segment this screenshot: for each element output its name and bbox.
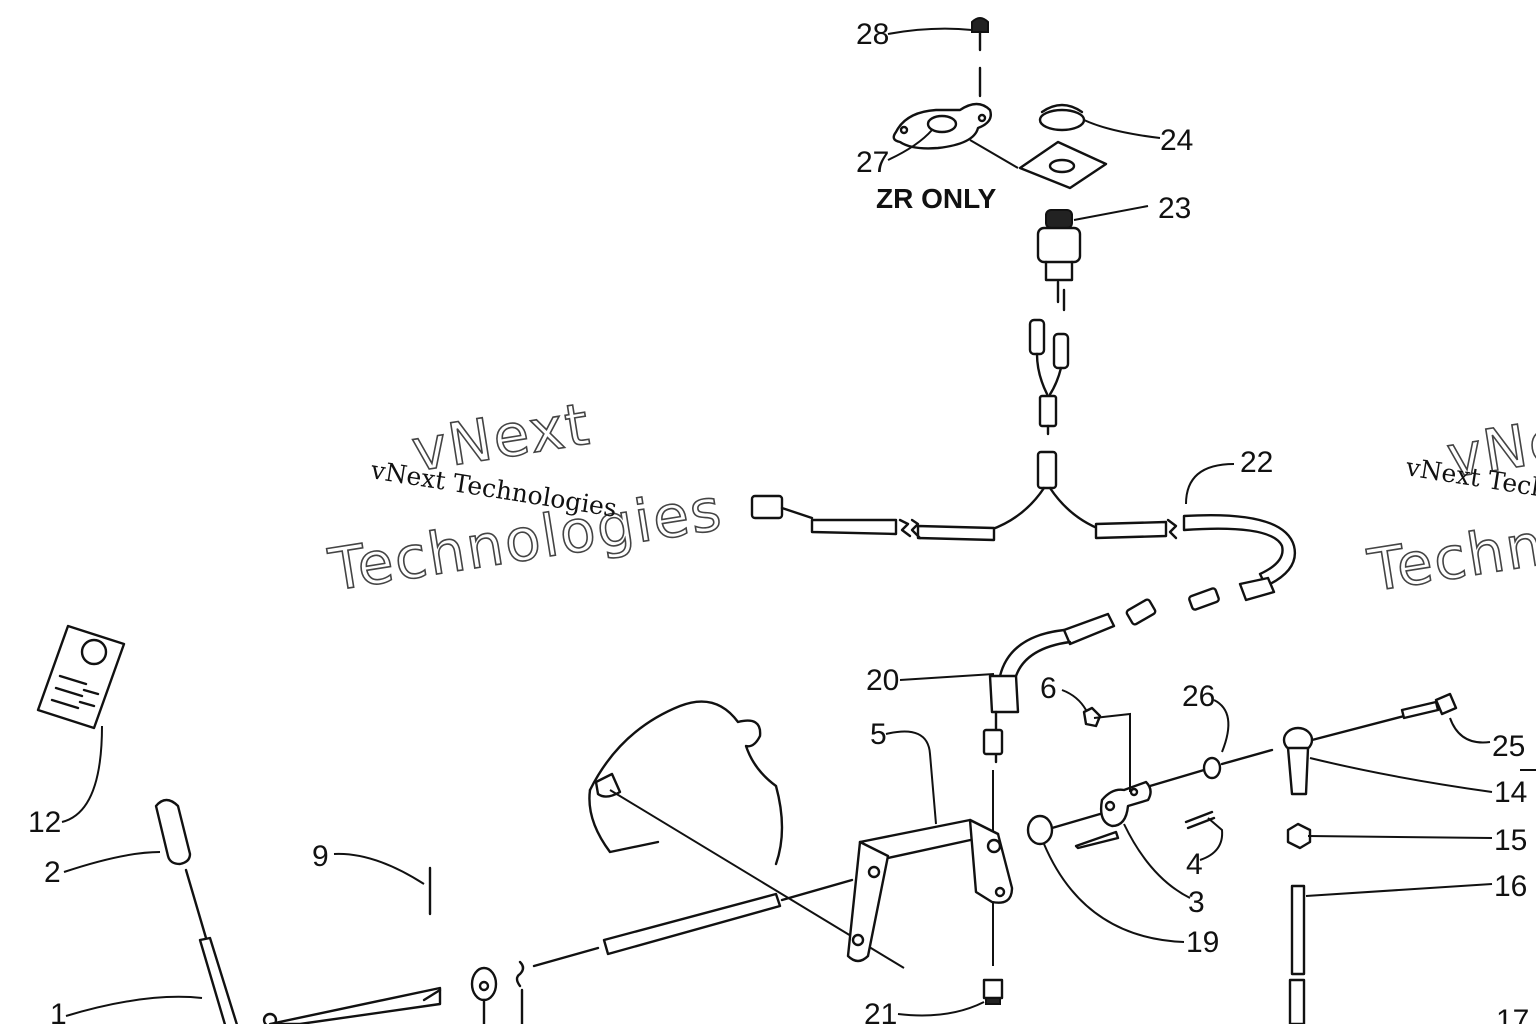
leader-24: [1083, 119, 1161, 139]
callout-23: 23: [1158, 192, 1191, 225]
callout-19: 19: [1186, 926, 1219, 959]
leader-12: [61, 725, 103, 823]
callout-2: 2: [44, 856, 61, 889]
leader-22: [1185, 463, 1235, 505]
bolt-25-icon: [1400, 692, 1458, 720]
callout-17: 17: [1496, 1004, 1529, 1024]
nut-21-icon: [982, 978, 1004, 1005]
ball-joint-14-icon: [1282, 712, 1414, 796]
shaft-main-icon: [532, 878, 854, 968]
leader-4: [1199, 817, 1224, 861]
leader-21: [897, 1001, 985, 1017]
callout-6: 6: [1040, 672, 1057, 705]
switch-23-icon: [1036, 209, 1082, 312]
callout-22: 22: [1240, 446, 1273, 479]
leader-26: [1213, 699, 1230, 753]
lever-1-icon: [184, 868, 239, 1024]
callout-27: 27: [856, 146, 889, 179]
callout-21: 21: [864, 998, 897, 1024]
callout-1: 1: [50, 998, 67, 1024]
leader-5: [885, 730, 937, 825]
clip-6-icon: [1082, 706, 1102, 728]
leader-6: [1061, 689, 1087, 711]
leader-1: [65, 995, 203, 1017]
bushing-19-icon: [1026, 812, 1102, 846]
callout-9: 9: [312, 840, 329, 873]
nut-15-icon: [1286, 822, 1312, 850]
leader-25: [1449, 717, 1491, 744]
wire-harness-22-icon: [750, 450, 1297, 611]
leader-23: [1073, 205, 1149, 221]
leader-15: [1307, 835, 1493, 839]
callout-5: 5: [870, 718, 887, 751]
leader-9: [333, 852, 425, 885]
washer-26-icon: [1148, 748, 1274, 788]
callout-25: 25: [1492, 730, 1525, 763]
callout-4: 4: [1186, 848, 1203, 881]
bracket-5-icon: [846, 818, 1014, 963]
callout-15: 15: [1494, 824, 1527, 857]
callout-12: 12: [28, 806, 61, 839]
decal-12-icon: [36, 624, 126, 730]
leader-27: [887, 129, 933, 161]
shaft-lower-icon: [262, 986, 442, 1024]
leader-20: [899, 673, 995, 681]
rod-16-icon: [1288, 884, 1306, 1024]
cap-24-icon: [1038, 103, 1086, 132]
callout-3: 3: [1188, 886, 1205, 919]
callout-20: 20: [866, 664, 899, 697]
callout-24: 24: [1160, 124, 1193, 157]
knob-2-icon: [154, 798, 192, 866]
leader-16: [1305, 883, 1493, 897]
zr-only-note: ZR ONLY: [876, 183, 997, 214]
plate-27-icon: [892, 102, 1019, 169]
callout-14: 14: [1494, 776, 1527, 809]
connector-wires-icon: [1028, 318, 1070, 436]
leader-3: [1123, 823, 1191, 899]
callout-26: 26: [1182, 680, 1215, 713]
callout-28: 28: [856, 18, 889, 51]
leader-2: [63, 851, 161, 873]
leader-14: [1309, 757, 1493, 793]
leader-28: [887, 27, 973, 35]
callout-16: 16: [1494, 870, 1527, 903]
arm-3-icon: [1074, 712, 1152, 850]
leader-19: [1043, 843, 1185, 943]
screw-28-icon: [971, 17, 989, 98]
plate-square-icon: [1018, 140, 1108, 190]
washer-icon: [470, 960, 525, 1024]
